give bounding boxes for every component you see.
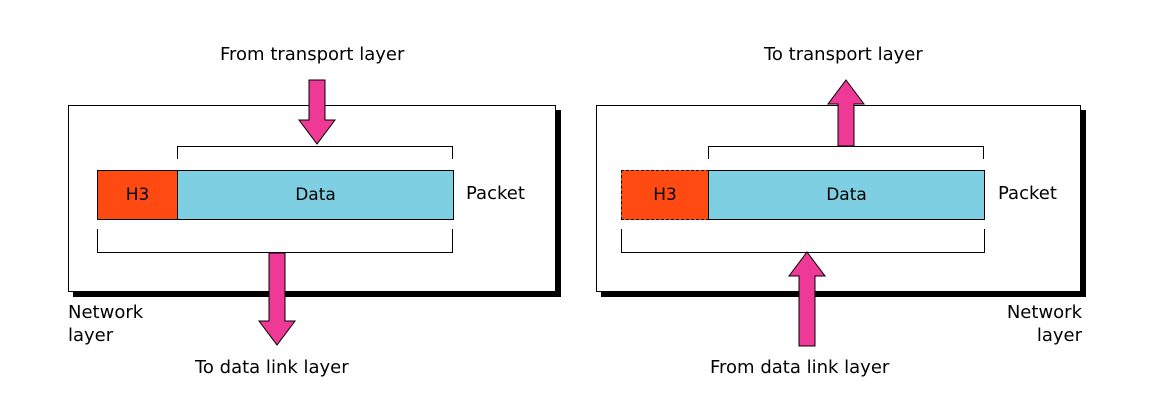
network-layer-label: Network layer bbox=[68, 302, 143, 347]
from-data-link-layer-label: From data link layer bbox=[710, 357, 890, 378]
data-payload: Data bbox=[708, 170, 985, 220]
data-payload: Data bbox=[177, 170, 454, 220]
data-top-bracket bbox=[177, 146, 453, 159]
packet-bottom-bracket bbox=[97, 229, 453, 253]
h3-header: H3 bbox=[97, 170, 178, 220]
down-arrow-to-data-link bbox=[258, 252, 296, 346]
packet-bottom-bracket bbox=[621, 229, 985, 253]
to-data-link-layer-label: To data link layer bbox=[195, 357, 349, 378]
packet-label: Packet bbox=[998, 183, 1057, 204]
receiver-network-layer-panel: To transport layer H3 Data Packet Networ… bbox=[578, 0, 1155, 413]
h3-header-removed: H3 bbox=[621, 170, 709, 220]
packet-label: Packet bbox=[466, 183, 525, 204]
from-transport-layer-label: From transport layer bbox=[220, 44, 405, 65]
up-arrow-to-transport bbox=[827, 79, 865, 147]
network-layer-label-line1: Network bbox=[68, 302, 144, 323]
network-layer-label: Network layer bbox=[998, 302, 1082, 347]
network-layer-label-line2: layer bbox=[68, 324, 114, 346]
down-arrow-from-transport bbox=[298, 79, 336, 145]
network-layer-label-line2: layer bbox=[1036, 324, 1082, 346]
data-top-bracket bbox=[708, 146, 984, 159]
to-transport-layer-label: To transport layer bbox=[764, 44, 923, 65]
sender-network-layer-panel: From transport layer H3 Data Packet Netw… bbox=[68, 44, 556, 378]
up-arrow-from-data-link bbox=[788, 251, 826, 347]
network-layer-label-line1: Network bbox=[1006, 302, 1082, 323]
